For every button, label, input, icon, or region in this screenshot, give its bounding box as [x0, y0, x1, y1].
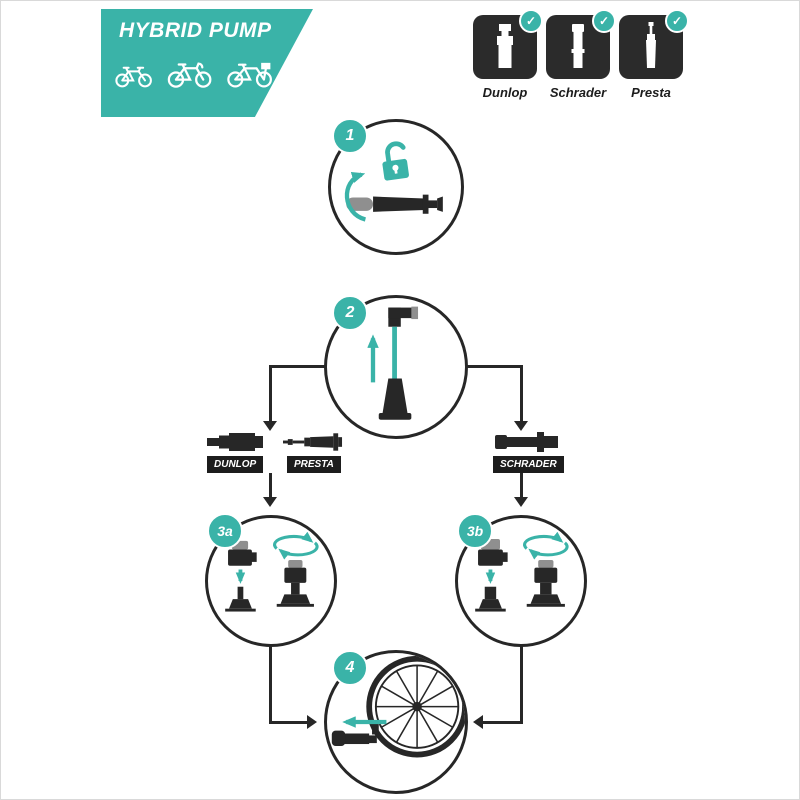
kids-bike-icon: [115, 66, 152, 88]
left-arrow: [473, 715, 483, 729]
flow-line: [520, 645, 523, 723]
step-3a-badge: 3a: [207, 513, 243, 549]
step-3b-illustration: [475, 531, 569, 612]
pump-body-icon: [378, 378, 412, 420]
dunlop-valve-icon: [497, 24, 513, 68]
right-arrow: [307, 715, 317, 729]
branch-label-dunlop: DUNLOP: [207, 456, 264, 473]
dunlop-branch-icon: [207, 433, 263, 451]
valve-card-label-schrader: Schrader: [549, 85, 607, 100]
wheel-icon: [366, 655, 465, 758]
flow-line: [269, 365, 272, 423]
rotate-arrow-icon: [344, 172, 367, 222]
pump-icon: [346, 194, 443, 214]
step-2-badge: 2: [332, 295, 368, 331]
flow-line: [269, 473, 272, 499]
flow-line: [520, 473, 523, 499]
step-4-illustration: [331, 655, 465, 758]
presta-valve-icon: [646, 22, 656, 68]
step-1-badge: 1: [332, 118, 368, 154]
valve-card-schrader: ✓: [546, 9, 616, 79]
unlock-icon: [382, 141, 409, 181]
flow-line: [269, 645, 272, 723]
check-icon: ✓: [592, 9, 616, 33]
city-bike-icon: [227, 62, 272, 88]
check-icon: ✓: [519, 9, 543, 33]
bike-icons-row: [115, 57, 275, 89]
step-2-illustration: [367, 306, 419, 420]
down-arrow: [514, 497, 528, 507]
step-4-badge: 4: [332, 650, 368, 686]
flow-line: [269, 721, 309, 724]
valve-card-label-dunlop: Dunlop: [482, 85, 528, 100]
valve-card-dunlop: ✓: [473, 9, 543, 79]
hose-connector-icon: [388, 306, 419, 327]
pump-head-icon: [228, 540, 257, 566]
flow-line: [483, 721, 523, 724]
schrader-valve-icon: [475, 586, 506, 612]
step-3a-illustration: [225, 531, 319, 612]
rotate-ellipse-icon: [523, 531, 569, 560]
valve-card-presta: ✓: [619, 9, 689, 79]
flow-line: [520, 365, 523, 423]
down-arrow: [263, 497, 277, 507]
check-icon: ✓: [665, 9, 689, 33]
flow-line: [269, 365, 326, 368]
pump-on-valve-icon: [331, 723, 379, 746]
schrader-branch-icon: [495, 432, 558, 452]
banner: HYBRID PUMP: [101, 9, 313, 117]
down-arrow: [514, 421, 528, 431]
down-arrow: [263, 421, 277, 431]
hose-icon: [392, 326, 397, 379]
branch-label-presta: PRESTA: [287, 456, 341, 473]
flow-line: [466, 365, 523, 368]
presta-branch-icon: [283, 433, 343, 451]
branch-label-schrader: SCHRADER: [493, 456, 564, 473]
head-on-valve-icon: [526, 560, 565, 607]
road-bike-icon: [167, 62, 212, 88]
schrader-valve-icon: [571, 24, 585, 68]
step-3b-badge: 3b: [457, 513, 493, 549]
page-title: HYBRID PUMP: [119, 19, 272, 42]
valve-card-label-presta: Presta: [631, 85, 671, 100]
rotate-ellipse-icon: [273, 531, 319, 560]
presta-valve-icon: [225, 586, 256, 612]
head-on-valve-icon: [276, 560, 314, 607]
step-1-illustration: [344, 141, 443, 222]
